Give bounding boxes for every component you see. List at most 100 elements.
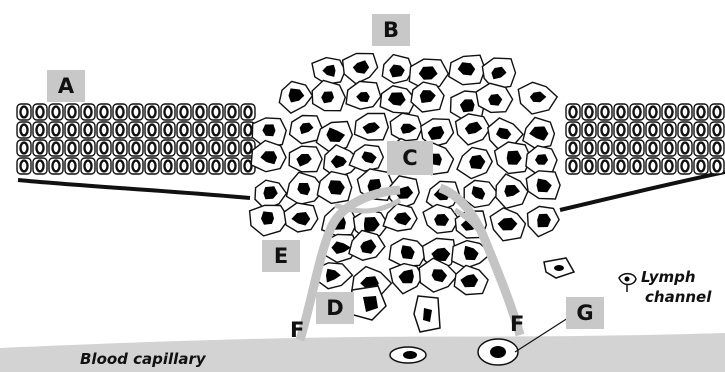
- epithelial-cell: [582, 104, 596, 120]
- lymphatic-cell: [544, 258, 574, 278]
- epithelial-cell: [193, 158, 207, 174]
- epithelial-cell: [49, 122, 63, 138]
- epithelial-cell: [598, 122, 612, 138]
- epithelial-cell: [241, 104, 255, 120]
- epithelial-cell: [49, 104, 63, 120]
- epithelial-cell: [630, 158, 644, 174]
- epithelial-cell: [225, 140, 239, 156]
- epithelial-cell: [209, 158, 223, 174]
- label-e: E: [262, 240, 300, 272]
- tumour-cell: [390, 264, 423, 294]
- epithelial-cell: [81, 158, 95, 174]
- tumour-cell: [284, 203, 318, 232]
- epithelial-cell: [710, 104, 724, 120]
- epithelial-cell: [678, 158, 692, 174]
- epithelial-cell: [566, 104, 580, 120]
- epithelial-cell: [662, 122, 676, 138]
- epithelial-cell: [129, 104, 143, 120]
- epithelial-cell: [209, 122, 223, 138]
- epithelial-cell: [193, 122, 207, 138]
- epithelial-cell: [694, 122, 708, 138]
- epithelial-cell: [49, 140, 63, 156]
- epithelial-cell: [17, 122, 31, 138]
- epithelial-cell: [646, 140, 660, 156]
- label-c: C: [387, 141, 433, 175]
- epithelial-cell: [662, 104, 676, 120]
- tumour-cell: [312, 80, 345, 110]
- epithelial-cell: [65, 104, 79, 120]
- tumour-cell: [454, 265, 488, 294]
- epithelial-cell: [582, 158, 596, 174]
- epithelial-cell: [582, 122, 596, 138]
- epithelial-cell: [145, 104, 159, 120]
- label-g: G: [566, 297, 604, 329]
- epithelial-cell: [113, 104, 127, 120]
- tumour-cell: [390, 113, 422, 141]
- epithelial-cell: [710, 158, 724, 174]
- tumour-cell: [250, 205, 289, 236]
- epithelial-cell: [694, 158, 708, 174]
- tumour-cell: [380, 86, 416, 114]
- detached-cell: [350, 286, 386, 320]
- epithelial-cell: [113, 122, 127, 138]
- circulating-cell: [390, 347, 426, 363]
- epithelial-cell: [145, 122, 159, 138]
- epithelial-cell: [598, 158, 612, 174]
- tumour-cell: [496, 174, 528, 208]
- epithelial-cell: [646, 104, 660, 120]
- epithelial-cell: [678, 140, 692, 156]
- epithelial-cell: [97, 140, 111, 156]
- epithelial-cell: [145, 140, 159, 156]
- tumour-cell: [423, 205, 459, 234]
- tumour-cell: [476, 83, 512, 112]
- tumour-cell: [526, 146, 557, 175]
- epithelial-cell: [177, 140, 191, 156]
- blood-capillary-caption: Blood capillary: [80, 350, 206, 368]
- epithelial-cell: [193, 140, 207, 156]
- epithelial-cell: [614, 122, 628, 138]
- label-b: B: [372, 14, 410, 46]
- epithelial-cell: [614, 158, 628, 174]
- normal-epithelium-right: [566, 104, 724, 174]
- label-f-left: F: [290, 318, 304, 342]
- epithelial-cell: [161, 140, 175, 156]
- tumour-cell: [382, 55, 413, 84]
- epithelial-cell: [129, 122, 143, 138]
- epithelial-cell: [97, 122, 111, 138]
- tumour-cell: [490, 208, 525, 241]
- epithelial-cell: [710, 140, 724, 156]
- epithelial-cell: [65, 122, 79, 138]
- tumour-cell: [389, 239, 427, 267]
- epithelial-cell: [630, 140, 644, 156]
- epithelial-cell: [129, 140, 143, 156]
- epithelial-cell: [33, 158, 47, 174]
- epithelial-cell: [81, 104, 95, 120]
- tumour-cell: [528, 206, 560, 236]
- epithelial-cell: [566, 122, 580, 138]
- label-a: A: [47, 70, 85, 102]
- epithelial-cell: [97, 158, 111, 174]
- epithelial-cell: [225, 104, 239, 120]
- epithelial-cell: [81, 140, 95, 156]
- tumour-cell: [518, 82, 557, 114]
- epithelial-cell: [694, 140, 708, 156]
- normal-epithelium-left: [17, 104, 255, 174]
- lymph-caption-line2: channel: [645, 288, 711, 306]
- epithelial-cell: [225, 122, 239, 138]
- epithelial-cell: [65, 140, 79, 156]
- epithelial-cell: [113, 140, 127, 156]
- epithelial-cell: [161, 122, 175, 138]
- lymph-caption-line1: Lymph: [641, 268, 696, 286]
- epithelial-cell: [49, 158, 63, 174]
- epithelial-cell: [566, 140, 580, 156]
- tumour-cell: [526, 171, 560, 199]
- epithelial-cell: [177, 122, 191, 138]
- epithelial-cell: [630, 122, 644, 138]
- epithelial-cell: [81, 122, 95, 138]
- epithelial-cell: [145, 158, 159, 174]
- epithelial-cell: [646, 158, 660, 174]
- epithelial-cell: [614, 140, 628, 156]
- lymph-channel-icon: [619, 274, 636, 292]
